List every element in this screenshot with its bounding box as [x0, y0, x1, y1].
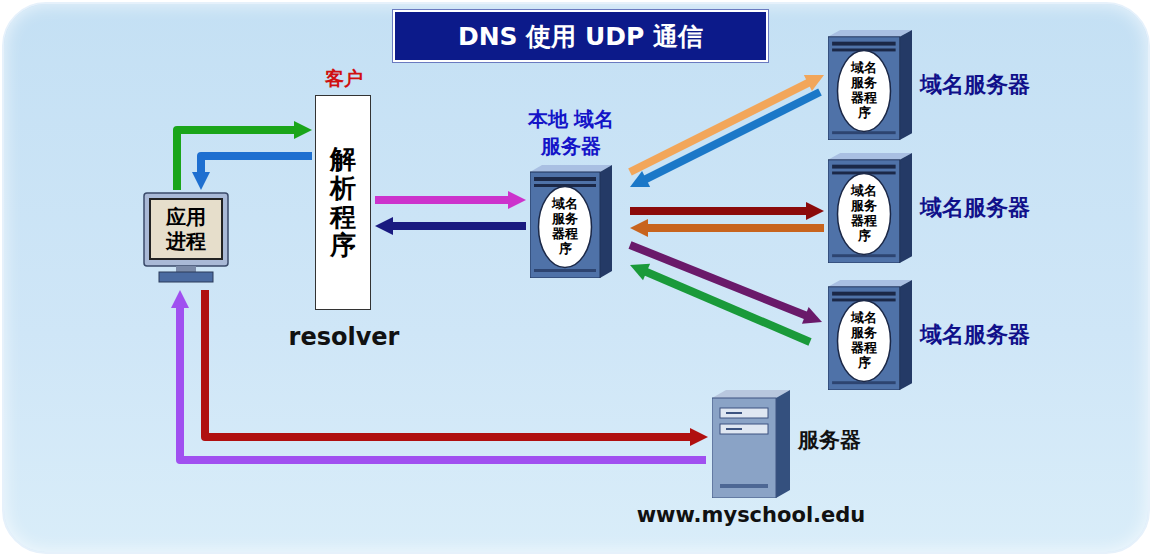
program-ellipse: 域名服务器程序: [836, 299, 892, 383]
flow-arrow: [375, 217, 526, 235]
arrow-line: [375, 196, 510, 204]
arrow-head: [630, 264, 650, 281]
label-text: 域名服务器程序: [851, 184, 877, 244]
label-text: 域名服务器: [920, 70, 1030, 100]
flow-arrow: [205, 290, 708, 446]
web-server-graphic: [712, 390, 790, 498]
arrow-head: [804, 75, 824, 91]
web-server-icon: 服务器www.myschool.edu: [712, 390, 790, 498]
arrow-line: [646, 224, 824, 232]
arrow-line: [201, 156, 312, 174]
flow-arrow: [192, 156, 312, 190]
arrow-line: [644, 92, 820, 180]
text-holder: 客户: [286, 62, 402, 96]
arrow-head: [630, 171, 650, 187]
arrow-head: [375, 217, 393, 235]
title-banner: DNS 使用 UDP 通信: [393, 10, 768, 62]
arrow-line: [630, 82, 810, 172]
label-text: 应用进程: [166, 205, 206, 253]
label-text: 本地 域名服务器: [519, 106, 623, 160]
arrow-head: [690, 428, 708, 446]
program-ellipse: 域名服务器程序: [836, 172, 892, 256]
text-holder: 解析程序: [316, 96, 370, 309]
arrow-head: [802, 307, 822, 324]
label-text: 域名服务器程序: [552, 197, 578, 257]
label-text: 域名服务器: [920, 320, 1030, 350]
arrow-line: [645, 271, 810, 342]
title-text: DNS 使用 UDP 通信: [458, 20, 703, 53]
flow-arrow: [177, 121, 312, 190]
text-holder: www.myschool.edu: [602, 498, 900, 532]
label-text: 服务器: [798, 426, 861, 454]
label-text: www.myschool.edu: [637, 503, 866, 527]
dns-server-icon: 域名服务器域名服务器程序: [828, 30, 912, 140]
label-text: resolver: [289, 323, 400, 351]
text-holder: 应用进程: [150, 199, 222, 259]
arrow-head: [508, 191, 526, 209]
program-ellipse: 域名服务器程序: [537, 185, 593, 269]
dns-server-icon: 域名服务器域名服务器程序: [828, 280, 912, 390]
text-holder: 域名服务器程序: [537, 185, 593, 269]
text-holder: resolver: [276, 309, 412, 365]
text-holder: 域名服务器: [920, 153, 1030, 263]
label-text: 域名服务器: [920, 193, 1030, 223]
flow-arrow: [630, 264, 810, 342]
flow-arrow: [630, 75, 824, 172]
label-text: 域名服务器程序: [851, 311, 877, 371]
arrow-head: [192, 172, 210, 190]
flow-arrow: [630, 202, 824, 220]
text-holder: 域名服务器程序: [836, 299, 892, 383]
arrow-line: [630, 207, 808, 215]
flow-arrow: [171, 290, 706, 460]
text-holder: 域名服务器: [920, 280, 1030, 390]
arrow-head: [630, 219, 648, 237]
label-text: 客户: [325, 66, 363, 92]
arrow-head: [294, 121, 312, 139]
computer-icon: 应用进程: [143, 192, 229, 284]
arrow-head: [806, 202, 824, 220]
program-ellipse: 域名服务器程序: [836, 49, 892, 133]
local-dns-server-icon: 本地 域名服务器域名服务器程序: [530, 165, 612, 278]
label-text: 解析程序: [330, 145, 356, 259]
arrow-line: [391, 222, 526, 230]
arrow-head: [171, 290, 189, 308]
text-holder: 服务器: [798, 420, 861, 460]
dns-server-icon: 域名服务器域名服务器程序: [828, 153, 912, 263]
text-holder: 本地 域名服务器: [500, 101, 642, 165]
flow-arrow: [630, 245, 822, 324]
arrow-line: [205, 290, 692, 437]
flow-arrow: [375, 191, 526, 209]
text-holder: 域名服务器: [920, 30, 1030, 140]
flow-arrow: [630, 92, 820, 187]
text-holder: 域名服务器程序: [836, 172, 892, 256]
flow-arrow: [630, 219, 824, 237]
text-holder: 域名服务器程序: [836, 49, 892, 133]
arrow-line: [180, 306, 706, 460]
resolver-box: 客户解析程序resolver: [315, 95, 371, 310]
label-text: 域名服务器程序: [851, 61, 877, 121]
